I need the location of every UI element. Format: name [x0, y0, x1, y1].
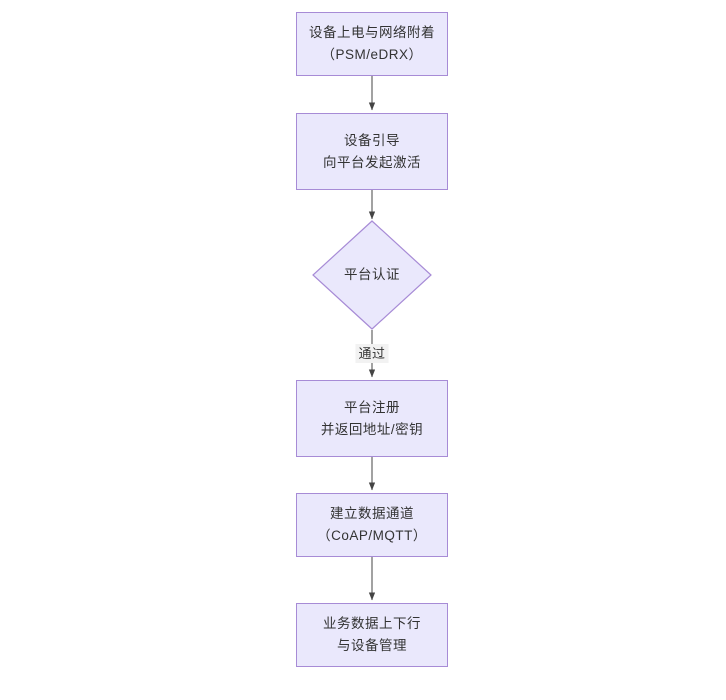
flow-node-line-2: 与设备管理 [337, 638, 407, 653]
flow-node-line-2: （PSM/eDRX） [321, 47, 423, 62]
flow-node-device-bootstrap[interactable]: 设备引导 向平台发起激活 [296, 113, 448, 190]
flow-node-device-power-on[interactable]: 设备上电与网络附着 （PSM/eDRX） [296, 12, 448, 76]
flow-node-line-1: 设备引导 [344, 132, 400, 148]
flow-node-line-1: 平台注册 [344, 399, 400, 415]
flow-node-line-1: 设备上电与网络附着 [309, 25, 435, 40]
flow-node-line-2: 向平台发起激活 [323, 154, 421, 170]
flow-node-line-1: 业务数据上下行 [323, 616, 421, 631]
flow-node-business-data-and-device-mgmt[interactable]: 业务数据上下行 与设备管理 [296, 603, 448, 667]
flow-node-line-2: （CoAP/MQTT） [317, 528, 427, 543]
flow-node-platform-register[interactable]: 平台注册 并返回地址/密钥 [296, 380, 448, 457]
flow-node-line-1: 建立数据通道 [330, 506, 414, 521]
flow-node-platform-auth-decision[interactable]: 平台认证 [312, 220, 432, 330]
flow-node-line-1: 平台认证 [344, 267, 400, 282]
flow-node-line-2: 并返回地址/密钥 [320, 421, 424, 437]
flow-node-establish-data-channel[interactable]: 建立数据通道 （CoAP/MQTT） [296, 493, 448, 557]
diamond-shape [312, 220, 432, 330]
edge-label-pass: 通过 [355, 344, 389, 363]
